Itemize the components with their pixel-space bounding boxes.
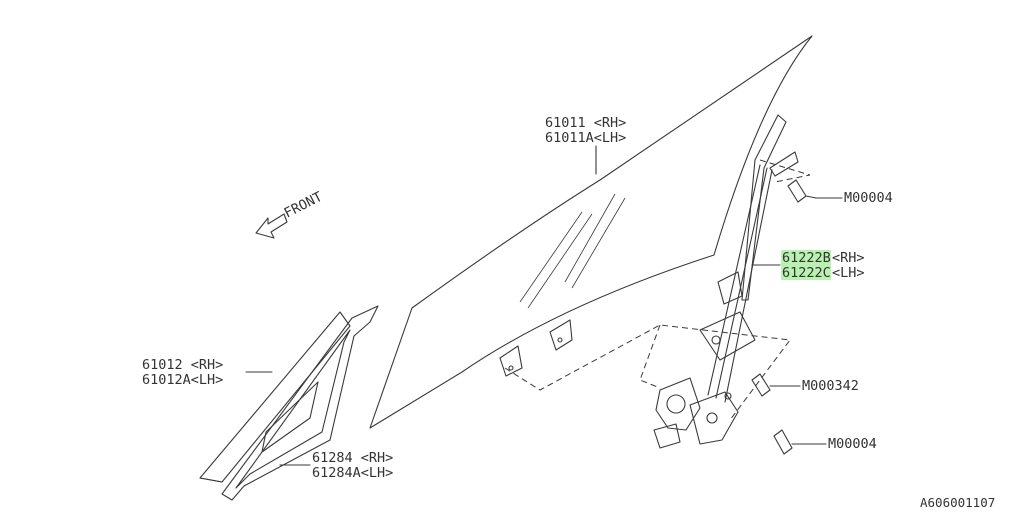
label-bolt-mid: M000342 xyxy=(802,378,859,394)
door-glass xyxy=(369,35,813,429)
label-bolt-top: M00004 xyxy=(844,190,893,206)
label-regulator-lh-suffix: <LH> xyxy=(832,265,865,281)
glass-channel xyxy=(221,305,379,501)
label-door-glass-rh: 61011 <RH> xyxy=(545,115,626,131)
label-channel-rh: 61284 <RH> xyxy=(312,450,393,466)
front-label: FRONT xyxy=(282,189,325,222)
mounting-outline xyxy=(504,324,791,421)
bolt-mid-icon xyxy=(751,373,783,397)
label-regulator-lh-code: 61222C xyxy=(782,265,831,281)
label-bolt-bottom: M00004 xyxy=(828,436,877,452)
label-quarter-glass-rh: 61012 <RH> xyxy=(142,357,223,373)
highlight-regulator-lh xyxy=(781,265,831,280)
label-quarter-glass-lh: 61012A<LH> xyxy=(142,372,223,388)
bolt-bottom-icon xyxy=(773,429,807,455)
diagram-id: A606001107 xyxy=(920,495,995,510)
window-regulator xyxy=(653,114,799,449)
quarter-glass xyxy=(199,311,351,483)
label-regulator-rh-suffix: <RH> xyxy=(832,250,865,266)
label-channel-lh: 61284A<LH> xyxy=(312,465,393,481)
bolt-top-icon xyxy=(787,179,817,203)
highlight-regulator-rh xyxy=(781,250,831,265)
front-arrow-icon xyxy=(255,213,288,239)
label-door-glass-lh: 61011A<LH> xyxy=(545,130,626,146)
label-regulator-rh-code: 61222B xyxy=(782,250,831,266)
